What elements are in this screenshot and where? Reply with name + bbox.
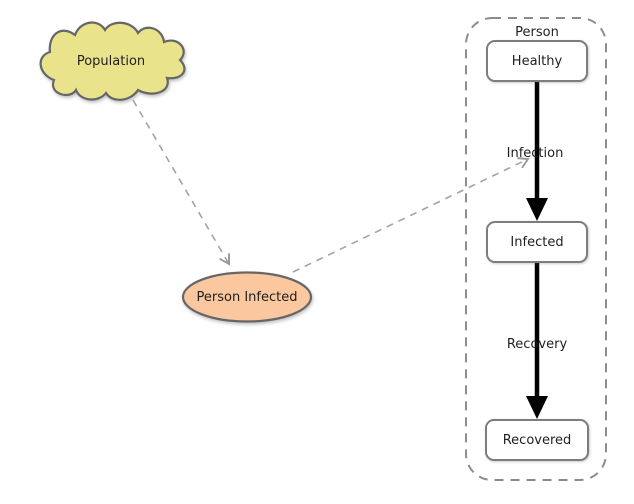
edge-person-infected-to-infection: [292, 157, 530, 273]
arrowhead-recovery: [526, 396, 548, 419]
infected-box: [486, 221, 588, 263]
recovered-box: [485, 419, 589, 461]
healthy-box: [486, 40, 588, 82]
infection-transition-label: Infection: [507, 146, 564, 161]
population-cloud: [39, 21, 186, 101]
recovery-transition-label: Recovery: [507, 337, 568, 352]
person-group-boundary: [465, 17, 607, 481]
person-infected-label: Person Infected: [197, 290, 298, 305]
recovered-label: Recovered: [503, 433, 572, 448]
person-infected-ellipse: [181, 271, 313, 323]
edge-population-to-person-infected: [132, 99, 230, 266]
person-group-label: Person: [515, 25, 559, 40]
population-label: Population: [77, 54, 145, 69]
healthy-label: Healthy: [512, 54, 563, 69]
infected-label: Infected: [510, 235, 563, 250]
arrowhead-infection: [526, 198, 548, 221]
